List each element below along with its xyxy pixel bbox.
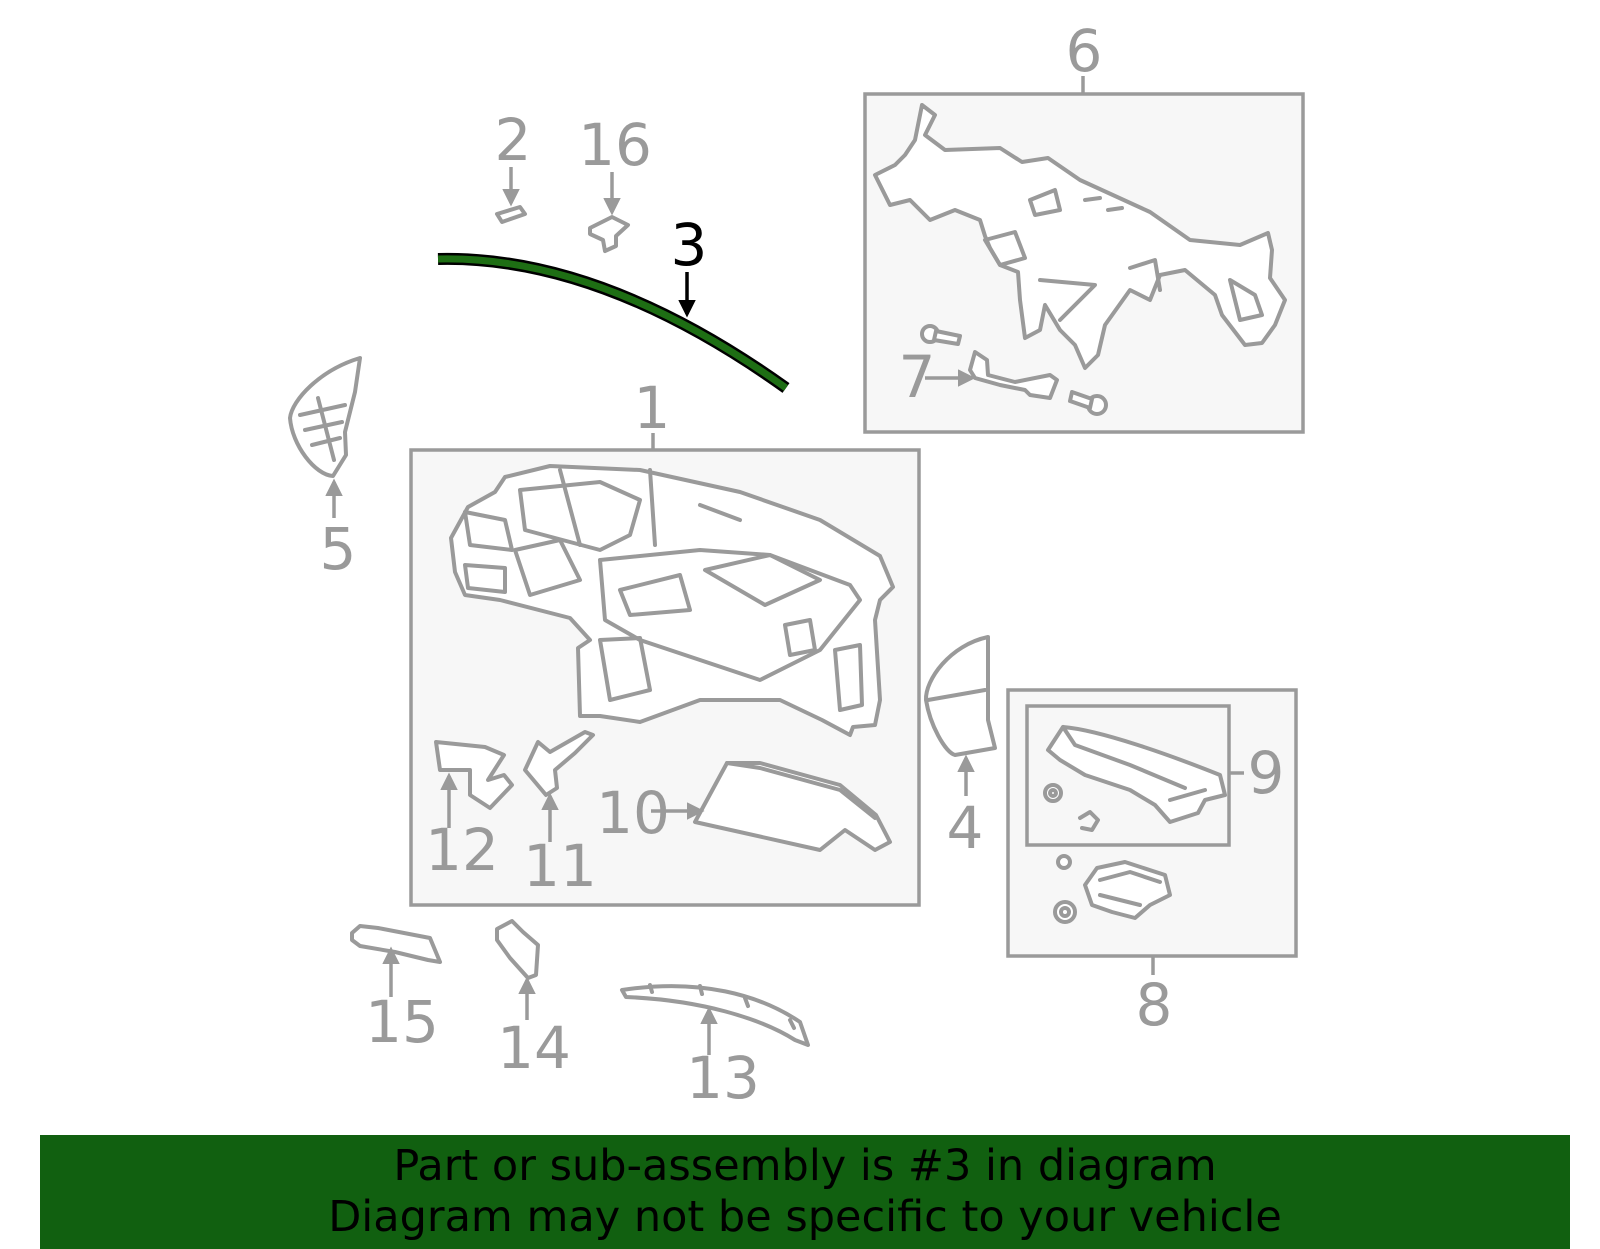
banner-line-2: Diagram may not be specific to your vehi…: [328, 1192, 1282, 1242]
callout-5: 5: [320, 515, 357, 583]
part-12-bracket[interactable]: [434, 740, 514, 828]
part-4-side-cover[interactable]: [923, 635, 997, 796]
callout-13: 13: [686, 1044, 760, 1112]
callout-4: 4: [947, 794, 984, 862]
callout-10: 10: [596, 779, 670, 847]
callout-7: 7: [899, 343, 936, 411]
callout-12: 12: [425, 816, 499, 884]
callout-14: 14: [497, 1014, 571, 1082]
part-14-bracket[interactable]: [495, 919, 540, 1020]
callout-11: 11: [523, 832, 597, 900]
part-1-instrument-panel[interactable]: [449, 464, 895, 737]
callout-9: 9: [1248, 739, 1285, 807]
part-6-reinforcement[interactable]: [873, 103, 1287, 416]
callout-2: 2: [495, 106, 532, 174]
part-5-side-cover[interactable]: [288, 356, 362, 518]
part-15-trim[interactable]: [350, 924, 442, 997]
part-7-bracket[interactable]: [925, 350, 1059, 400]
part-10-glove-box[interactable]: [651, 761, 892, 852]
part-8-module[interactable]: [1053, 854, 1172, 924]
info-banner: Part or sub-assembly is #3 in diagram Di…: [40, 1135, 1570, 1249]
callout-8: 8: [1136, 971, 1173, 1039]
callout-15: 15: [365, 988, 439, 1056]
part-11-bracket[interactable]: [523, 730, 595, 842]
banner-line-1: Part or sub-assembly is #3 in diagram: [393, 1141, 1217, 1191]
callout-16: 16: [578, 111, 652, 179]
part-9-airbag[interactable]: [1043, 725, 1227, 832]
part-16-clip[interactable]: [588, 172, 630, 253]
callout-3: 3: [671, 211, 708, 279]
part-2-clip[interactable]: [495, 167, 527, 224]
part-13-trim[interactable]: [620, 983, 810, 1055]
callout-1: 1: [634, 374, 671, 442]
callout-6: 6: [1066, 17, 1103, 85]
part-3-molding[interactable]: [437, 252, 790, 393]
group-box-8: [1006, 688, 1298, 975]
